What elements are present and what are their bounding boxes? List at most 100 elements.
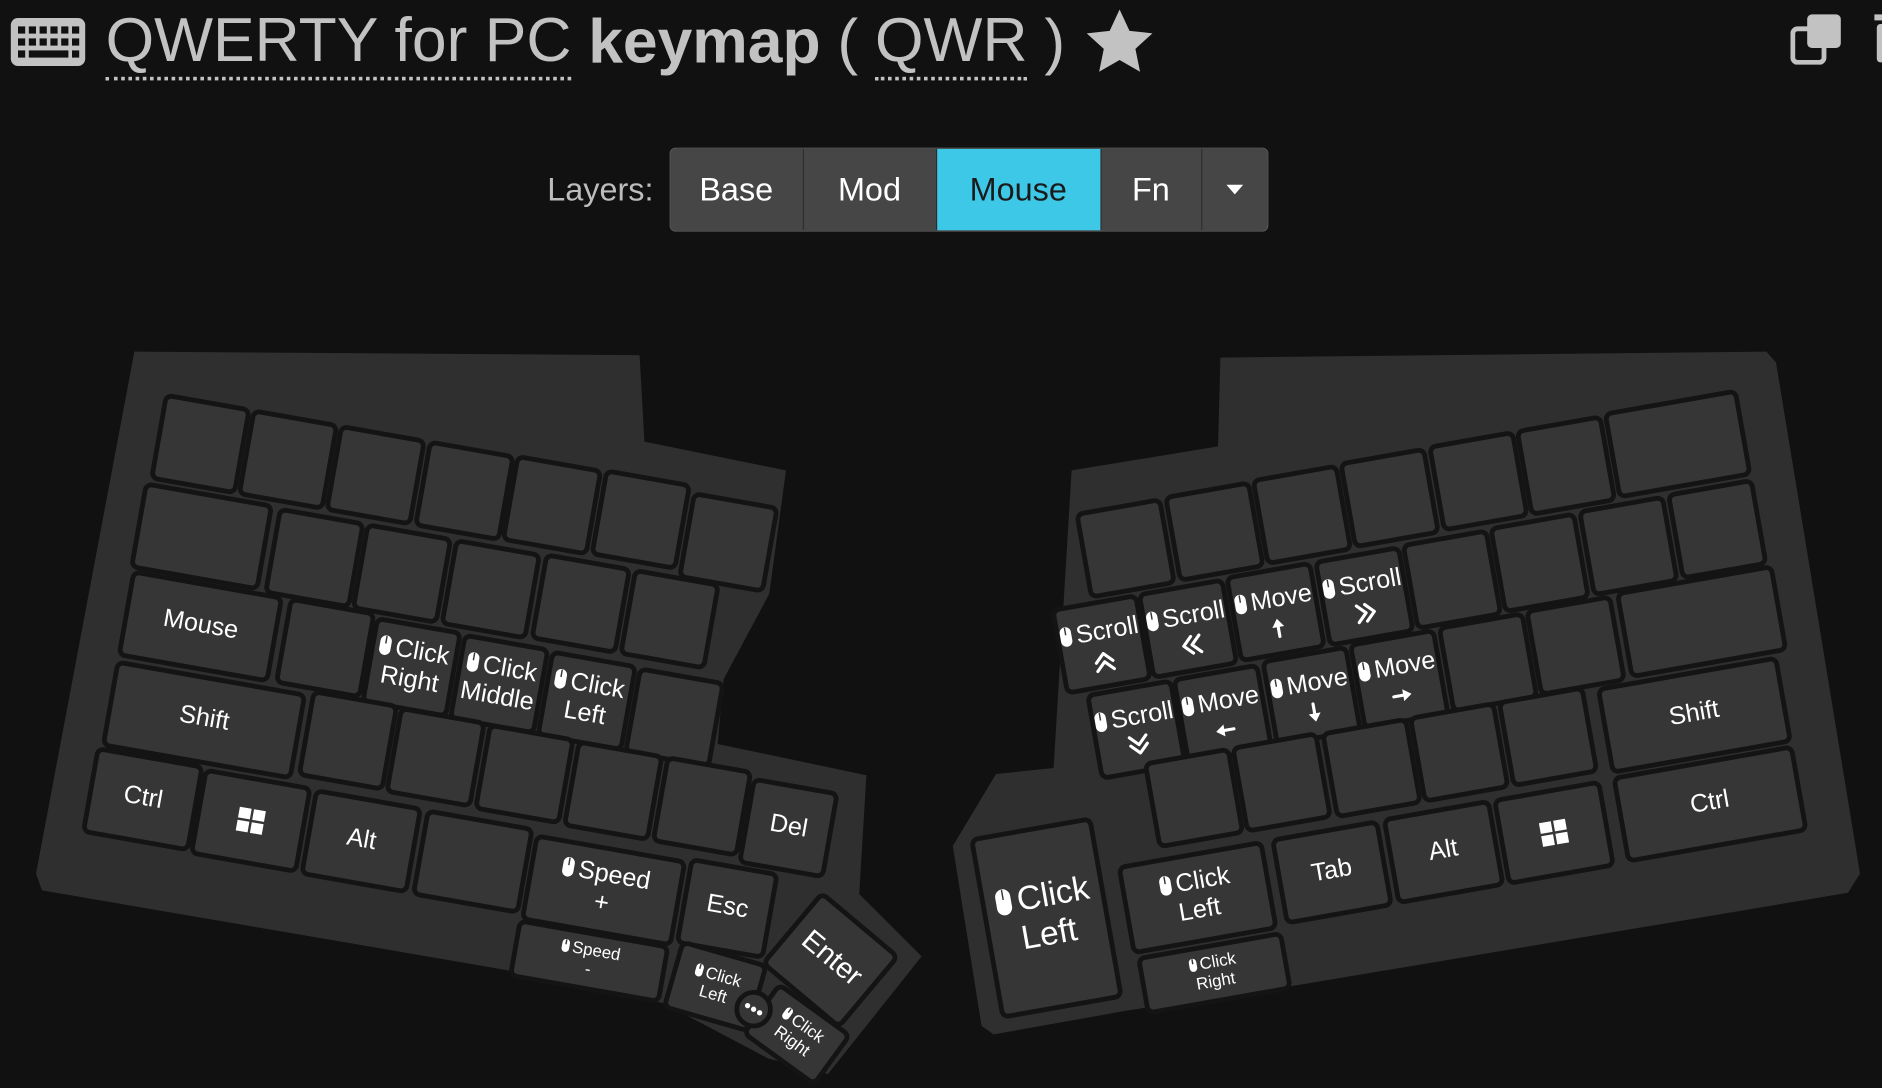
key-scroll[interactable]: Scroll <box>1086 679 1187 780</box>
key-blank[interactable] <box>1497 686 1599 787</box>
key-blank[interactable] <box>264 507 365 609</box>
key-blank[interactable] <box>325 425 426 526</box>
mouse-icon <box>1270 678 1284 699</box>
star-icon[interactable] <box>1082 5 1156 79</box>
key-blank[interactable] <box>1525 595 1626 696</box>
key-blank[interactable] <box>1075 498 1176 599</box>
key-move[interactable]: Move <box>1349 629 1450 730</box>
key-alt[interactable]: Alt <box>300 789 422 894</box>
combo-ellipsis-button[interactable] <box>734 990 773 1029</box>
key-windows[interactable] <box>190 768 312 873</box>
keyboard-name-link[interactable]: QWERTY for PC <box>105 4 572 80</box>
keycap <box>1578 495 1679 597</box>
key-enter[interactable]: Enter <box>763 893 898 1027</box>
keycap <box>1515 415 1617 516</box>
key-blank[interactable] <box>563 740 664 841</box>
key-tab[interactable]: Tab <box>1271 820 1393 925</box>
keycap <box>264 507 365 609</box>
key-blank[interactable] <box>1409 702 1510 803</box>
windows-icon <box>1538 818 1570 847</box>
key-blank[interactable] <box>1489 512 1590 613</box>
tab-layer-base[interactable]: Base <box>670 148 804 231</box>
key-blank[interactable] <box>1428 431 1529 532</box>
key-blank[interactable] <box>1603 389 1752 499</box>
key-speed[interactable]: Speed+ <box>520 834 687 947</box>
keycap <box>1086 679 1187 780</box>
keycap <box>1597 656 1792 774</box>
key-blank[interactable] <box>1321 717 1422 819</box>
tab-layer-mod[interactable]: Mod <box>803 148 937 231</box>
key-blank[interactable] <box>297 690 399 791</box>
key-windows[interactable] <box>1493 780 1615 885</box>
key-blank[interactable] <box>1231 732 1332 833</box>
key-blank[interactable] <box>385 707 486 808</box>
key-ctrl[interactable]: Ctrl <box>82 747 204 852</box>
mouse-icon <box>561 938 571 952</box>
keymap-code-link[interactable]: QWR <box>875 4 1028 80</box>
chevron-double-up-icon <box>1094 651 1116 674</box>
keycap <box>970 817 1123 1019</box>
key-blank[interactable] <box>275 597 376 699</box>
keycap <box>1117 841 1278 955</box>
key-shift[interactable]: Shift <box>101 660 307 780</box>
key-blank[interactable] <box>1251 464 1353 565</box>
key-del[interactable]: Del <box>738 777 839 879</box>
key-blank[interactable] <box>1578 495 1679 597</box>
windows-icon <box>235 806 266 835</box>
key-esc[interactable]: Esc <box>675 858 779 959</box>
key-blank[interactable] <box>530 553 631 654</box>
key-blank[interactable] <box>1437 612 1539 713</box>
copy-icon[interactable] <box>1790 12 1843 65</box>
key-blank[interactable] <box>237 409 339 510</box>
key-scroll[interactable]: Scroll <box>1137 578 1239 679</box>
keycap <box>1231 732 1332 833</box>
keycap <box>1382 800 1505 904</box>
key-blank[interactable] <box>1401 529 1503 630</box>
key-blank[interactable] <box>474 723 575 825</box>
key-blank[interactable] <box>414 440 515 541</box>
key-alt[interactable]: Alt <box>1382 800 1505 904</box>
key-scroll[interactable]: Scroll <box>1314 546 1415 647</box>
key-move[interactable]: Move <box>1172 663 1273 765</box>
key-blank[interactable] <box>351 523 453 624</box>
key-ctrl[interactable]: Ctrl <box>1612 745 1808 863</box>
keymap-word: keymap <box>588 7 821 77</box>
key-blank[interactable] <box>1515 415 1617 516</box>
more-layers-dropdown[interactable] <box>1201 148 1267 231</box>
key-blank[interactable] <box>412 809 534 914</box>
trash-icon[interactable] <box>1870 12 1882 65</box>
key-blank[interactable] <box>440 539 541 640</box>
key-mouse[interactable]: Mouse <box>117 570 284 683</box>
key-blank[interactable] <box>1616 565 1788 678</box>
key-move[interactable]: Move <box>1225 561 1326 663</box>
tab-layer-mouse[interactable]: Mouse <box>936 148 1102 231</box>
key-blank[interactable] <box>1164 481 1265 582</box>
key-speed[interactable]: Speed- <box>509 919 670 1003</box>
key-blank[interactable] <box>130 482 273 591</box>
key-move[interactable]: Move <box>1261 645 1362 747</box>
key-scroll[interactable]: Scroll <box>1051 594 1152 695</box>
keycap <box>1137 932 1292 1015</box>
key-blank[interactable] <box>1667 479 1768 580</box>
key-blank[interactable] <box>590 469 691 570</box>
keycap <box>150 393 251 495</box>
keycap <box>440 539 541 640</box>
mouse-icon <box>1159 876 1172 896</box>
key-blank[interactable] <box>1339 447 1440 549</box>
keycap <box>501 455 603 556</box>
tab-layer-fn[interactable]: Fn <box>1101 148 1202 231</box>
key-shift[interactable]: Shift <box>1597 656 1792 774</box>
key-blank[interactable] <box>150 393 251 495</box>
key-blank[interactable] <box>651 756 753 857</box>
key-blank[interactable] <box>1143 747 1245 849</box>
key-blank[interactable] <box>678 492 779 593</box>
key-blank[interactable] <box>619 569 720 670</box>
keycap <box>1525 595 1626 696</box>
key-blank[interactable] <box>501 455 603 556</box>
